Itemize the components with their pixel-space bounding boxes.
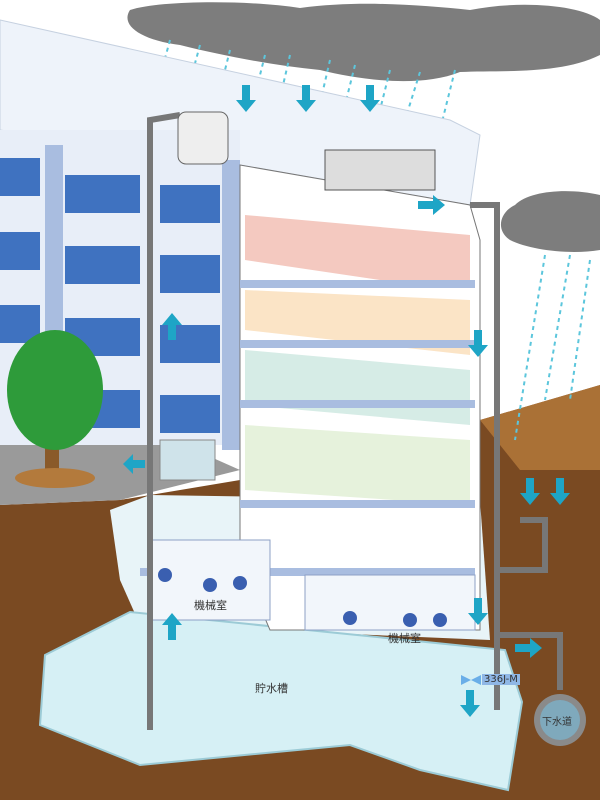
entrance [159,439,216,481]
storage-tank-label: 貯水槽 [255,682,288,695]
cooling-tower [324,149,436,191]
elevated-water-tank [177,111,229,165]
sewer-inner [540,700,580,740]
floor-slabs [140,280,475,576]
machine-room-left-label: 機械室 [194,599,227,612]
valve-model-label: 336J-M [482,674,520,685]
soil-surface [480,385,600,470]
valve-icon [461,675,481,685]
storage-tank [38,610,524,792]
valves [158,568,447,627]
cloud-right [500,191,600,252]
flow-arrows [123,85,570,717]
floor-6 [245,215,470,285]
sewer-label: 下水道 [542,717,572,728]
column [222,160,240,450]
cloud-top [127,2,600,82]
tree-crown [7,330,103,450]
pipes [147,112,563,730]
tree-base [15,468,95,488]
floor-5 [245,290,470,355]
machine-room-right-label: 機械室 [388,632,421,645]
machine-room-right-area [304,574,476,631]
floor-3 [245,425,470,505]
